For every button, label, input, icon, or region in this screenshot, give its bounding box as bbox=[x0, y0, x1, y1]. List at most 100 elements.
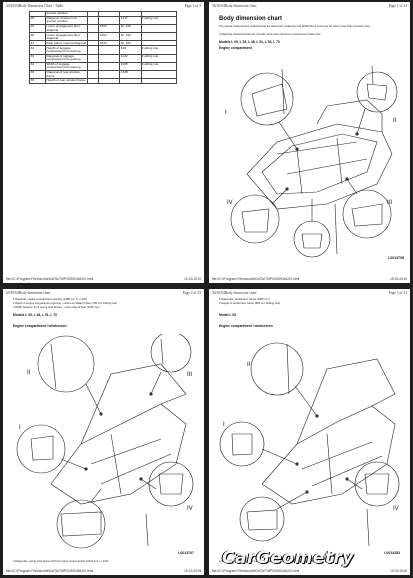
page-4-windscreen: 30/10/04Body dimension chart Page 3 of 3… bbox=[209, 289, 410, 575]
table-cell: 35 bbox=[29, 69, 46, 80]
table-cell: Diagonal of rear window frame bbox=[44, 69, 89, 80]
section-heading: Engine compartment / windscreen bbox=[219, 324, 273, 328]
page-2-engine-compartment: 30/10/04Body dimension chart Page 1 of 3… bbox=[209, 2, 410, 283]
table-cell: Folding rule bbox=[140, 45, 178, 55]
page-header: 30/10/04Body Dimension Chart - Table Pag… bbox=[6, 4, 201, 8]
drawing-code: L0013708 bbox=[388, 256, 404, 260]
table-cell: Folding rule bbox=[140, 15, 178, 26]
header-title: 30/10/04Body dimension chart bbox=[212, 291, 257, 295]
intro-text-2: Underbody measurements are normally done… bbox=[219, 33, 322, 36]
svg-text:IV: IV bbox=[187, 506, 193, 512]
note-6: 6 Height of windscreen frame (805 mm fol… bbox=[219, 302, 281, 305]
footer-path: file://C:\Program Files\srcide\DATA\TMP\… bbox=[212, 569, 300, 573]
table-cell bbox=[98, 78, 121, 84]
table-cell: 36 bbox=[29, 78, 46, 84]
table-cell bbox=[98, 53, 121, 63]
bottom-note: 4 Diagonals, spring strut dome and front… bbox=[13, 560, 109, 563]
table-cell bbox=[140, 69, 178, 80]
page-footer: file://C:\Program Files\srcide\DATA\TMP\… bbox=[6, 277, 201, 281]
footer-path: file://C:\Program Files\srcide\DATA\TMP\… bbox=[212, 277, 300, 281]
page-3-windscreen: 30/10/04Body dimension chart Page 2 of 3… bbox=[3, 289, 204, 575]
page-footer: file://C:\Program Files\srcide\DATA\TMP\… bbox=[6, 569, 201, 573]
windscreen-drawing: II III I IV bbox=[16, 334, 194, 549]
table-cell: Diagonal: bracket rear quarter window bbox=[44, 15, 89, 26]
table-cell bbox=[87, 24, 100, 34]
header-page-number: Page 3 of 3 bbox=[184, 4, 201, 8]
svg-text:I: I bbox=[19, 425, 21, 431]
brand-text: CarGeometry bbox=[222, 548, 354, 568]
table-cell: 1025 bbox=[119, 61, 142, 71]
table-cell: Nr. 100 bbox=[119, 32, 142, 42]
table-cell: 29 bbox=[29, 24, 46, 34]
table-cell: Width of luggage compartment lid opening bbox=[44, 61, 89, 71]
table-cell: Height of rear window frame bbox=[44, 78, 89, 84]
table-cell bbox=[87, 53, 100, 63]
table-cell: 28 bbox=[29, 15, 46, 26]
svg-text:III: III bbox=[387, 200, 392, 206]
table-cell: Lower engagement floor diagonal bbox=[44, 32, 89, 42]
drawing-code: L0014283 bbox=[384, 551, 400, 555]
header-title: 30/10/04Body dimension chart bbox=[212, 4, 257, 8]
windscreen-drawing-l08: II I IV bbox=[219, 342, 400, 547]
table-cell bbox=[87, 32, 100, 42]
header-page-number: Page 2 of 33 bbox=[182, 291, 201, 295]
footer-path: file://C:\Program Files\srcide\DATA\TMP\… bbox=[6, 277, 94, 281]
footer-date: 15.03.2015 bbox=[184, 569, 201, 573]
table-cell bbox=[119, 78, 142, 84]
table-cell bbox=[140, 24, 178, 34]
table-cell: Height of luggage compartment lid openin… bbox=[44, 45, 89, 55]
svg-text:IV: IV bbox=[227, 200, 233, 206]
page-1-table: 30/10/04Body Dimension Chart - Table Pag… bbox=[3, 2, 204, 283]
footer-path: file://C:\Program Files\srcide\DATA\TMP\… bbox=[6, 569, 94, 573]
table-cell bbox=[87, 15, 100, 26]
table-cell bbox=[87, 45, 100, 55]
header-title: 30/10/04Body dimension chart bbox=[6, 291, 51, 295]
table-cell: 1147 bbox=[119, 15, 142, 26]
table-cell: 1335 bbox=[119, 69, 142, 80]
page-header: 30/10/04Body dimension chart Page 1 of 3… bbox=[212, 4, 407, 8]
svg-text:IV: IV bbox=[393, 506, 399, 512]
table-cell bbox=[98, 69, 121, 80]
note-2: 2 Depth of engine compartment opening - … bbox=[13, 302, 117, 305]
table-cell: Lower engagement floor diagonal bbox=[44, 24, 89, 34]
footer-date: 15.03.2015 bbox=[184, 277, 201, 281]
page-header: 30/10/04Body dimension chart Page 2 of 3… bbox=[6, 291, 201, 295]
page-footer: file://C:\Program Files\srcide\DATA\TMP\… bbox=[212, 569, 407, 573]
table-cell: Diagonal of luggage compartment lid open… bbox=[44, 53, 89, 63]
page-footer: file://C:\Program Files\srcide\DATA\TMP\… bbox=[212, 277, 407, 281]
models-heading: Models L 35, L 48, L 51, L 70 bbox=[13, 313, 57, 317]
table-cell: Folding rule bbox=[140, 61, 178, 71]
engine-compartment-drawing: I II III IV bbox=[225, 65, 398, 258]
header-page-number: Page 1 of 33 bbox=[388, 4, 407, 8]
note-5: 5 Diagonals, windscreen frame (1285 mm) bbox=[219, 298, 270, 301]
table-cell bbox=[140, 32, 178, 42]
section-heading: Engine compartment bbox=[219, 46, 252, 50]
section-heading: Engine compartment / windscreen bbox=[13, 324, 67, 328]
bottom-note: 4 Diagonals, spring strut dome and front… bbox=[219, 560, 314, 563]
models-heading: Model L 08 bbox=[219, 313, 236, 317]
table-cell bbox=[98, 45, 121, 55]
table-cell bbox=[87, 61, 100, 71]
table-cell bbox=[98, 15, 121, 26]
footer-date: 15.03.2015 bbox=[390, 569, 407, 573]
svg-text:II: II bbox=[393, 118, 397, 124]
table-cell: 30 bbox=[29, 32, 46, 42]
svg-text:II: II bbox=[247, 362, 251, 368]
table-cell: 32 bbox=[29, 45, 46, 55]
models-heading: Models L 05, L 35, L 48, L 51, L 55, L 7… bbox=[219, 40, 280, 44]
table-cell bbox=[87, 69, 100, 80]
svg-text:II: II bbox=[27, 370, 31, 376]
svg-text:I: I bbox=[225, 110, 227, 116]
svg-text:III: III bbox=[187, 372, 192, 378]
header-title: 30/10/04Body Dimension Chart - Table bbox=[6, 4, 63, 8]
page-title: Body dimension chart bbox=[219, 16, 283, 22]
drawing-code: L0013707 bbox=[178, 551, 194, 555]
footer-date: 15.03.2015 bbox=[390, 277, 407, 281]
